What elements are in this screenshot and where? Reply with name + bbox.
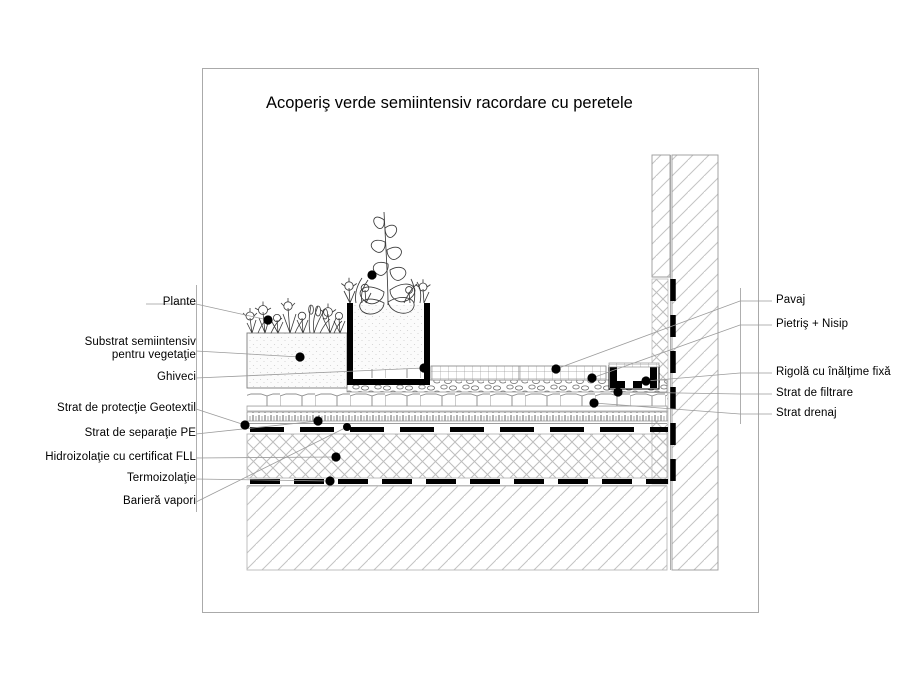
label-separatie-pe: Strat de separaţie PE [20, 427, 196, 440]
dot-separatie [313, 416, 323, 426]
vegetation-low [242, 298, 346, 334]
dot-geotextil [240, 420, 250, 430]
wall-structure [671, 154, 719, 571]
label-rigola: Rigolă cu înălţime fixă [776, 366, 891, 379]
dot-rigola [641, 376, 651, 386]
dot-plante [263, 315, 273, 325]
dot-separatie-2 [343, 423, 351, 431]
label-termoizolatie: Termoizolaţie [56, 472, 196, 485]
label-geotextil: Strat de protecţie Geotextil [10, 402, 196, 415]
rigola-foot-right [633, 381, 642, 388]
wall-inner-layer [651, 154, 671, 278]
dot-drenaj [589, 398, 599, 408]
label-strat-filtrare: Strat de filtrare [776, 387, 853, 400]
filter-layer [246, 405, 668, 412]
label-hidroizolatie: Hidroizolaţie cu certificat FLL [0, 451, 196, 464]
label-bariera-vapori-text: Barieră vapori [123, 495, 196, 507]
leader-lines-left [146, 285, 425, 512]
rigola-right-wall [650, 366, 657, 388]
label-pietris-nisip-text: Pietriş + Nisip [776, 318, 849, 330]
label-rigola-text: Rigolă cu înălţime fixă [776, 366, 891, 378]
ghiveci-planter [347, 303, 430, 385]
label-geotextil-text: Strat de protecţie Geotextil [57, 402, 196, 414]
label-plante-text: Plante [162, 296, 196, 308]
label-substrat-line2: pentru vegetaţie [111, 349, 196, 361]
rigola-left-wall [610, 366, 617, 388]
planter-right-wall [424, 303, 430, 385]
marker-dots [240, 270, 651, 486]
label-strat-drenaj: Strat drenaj [776, 407, 837, 420]
paving-layer [430, 365, 607, 381]
label-ghiveci-text: Ghiveci [156, 371, 196, 383]
label-pietris-nisip: Pietriş + Nisip [776, 318, 848, 331]
label-strat-filtrare-text: Strat de filtrare [776, 387, 854, 399]
label-strat-drenaj-text: Strat drenaj [776, 407, 837, 419]
rigola-foot-left [617, 381, 625, 388]
drawing-title: Acoperiş verde semiintensiv racordare cu… [266, 94, 633, 112]
thermal-insulation-layer [246, 433, 668, 479]
label-pavaj: Pavaj [776, 294, 805, 307]
dot-filtrare [613, 387, 623, 397]
drainage-layer [247, 392, 667, 406]
label-termoizolatie-text: Termoizolaţie [126, 472, 196, 484]
rigola-channel [608, 362, 660, 390]
dot-pavaj [551, 364, 561, 374]
substrate-block [246, 332, 348, 389]
label-separatie-pe-text: Strat de separaţie PE [84, 427, 196, 439]
dot-pietris [587, 373, 597, 383]
label-hidroizolatie-text: Hidroizolaţie cu certificat FLL [45, 451, 196, 463]
dot-substrat [295, 352, 305, 362]
dot-termoizolatie [325, 476, 335, 486]
dot-ghiveci [419, 363, 429, 373]
drawing-frame [202, 68, 759, 613]
dot-hidroizolatie [331, 452, 341, 462]
label-substrat: Substrat semiintensiv pentru vegetaţie [20, 336, 196, 362]
dot-plante-2 [367, 270, 377, 280]
geotextile-protection-layer [246, 411, 668, 422]
vegetation-shrub [341, 211, 431, 315]
planter-left-wall [347, 303, 353, 385]
rigola-grate [608, 362, 660, 368]
leader-lines-right [555, 288, 772, 424]
planter-drainage-mat [353, 369, 424, 379]
label-bariera-vapori: Barieră vapori [56, 495, 196, 508]
label-plante: Plante [96, 296, 196, 309]
label-ghiveci: Ghiveci [96, 371, 196, 384]
concrete-slab [246, 485, 668, 571]
planter-base [347, 379, 430, 385]
label-pavaj-text: Pavaj [776, 294, 806, 306]
label-substrat-line1: Substrat semiintensiv [84, 336, 196, 348]
